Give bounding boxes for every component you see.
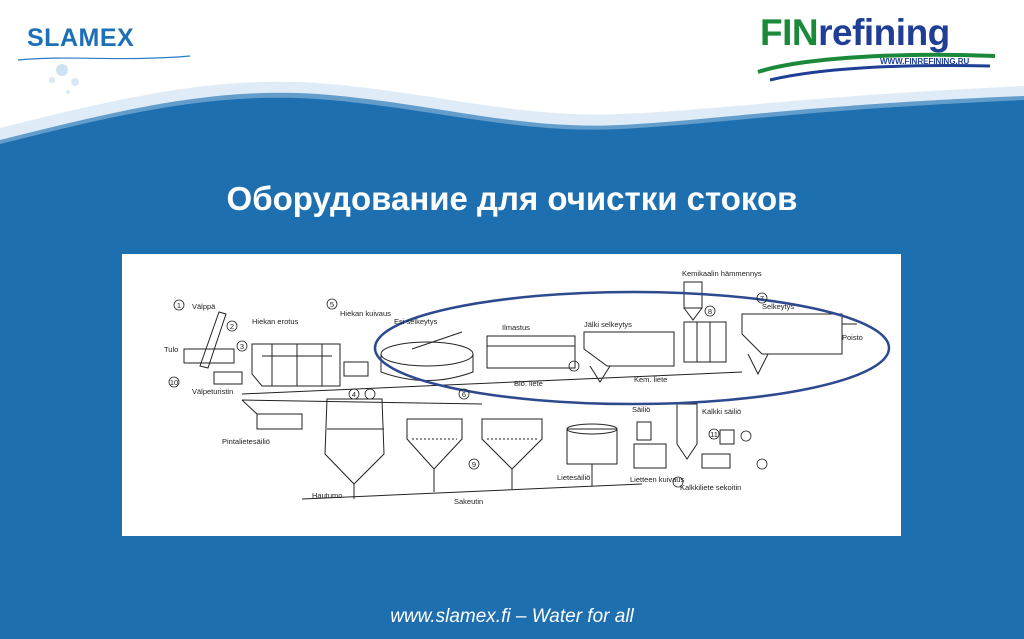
chemical-mixing [683,321,727,363]
label-esi-selkeytys: Esi selkeytys [394,317,438,326]
num-7: 7 [760,294,764,303]
label-hiekan-erotus: Hiekan erotus [252,317,299,326]
wastewater-diagram-panel: Välppä Tulo Välpeturistin Hiekan erotus … [122,254,901,536]
screenings-press [213,371,243,385]
highlight-ellipse [373,290,891,406]
final-clarifier [741,313,843,355]
sludge-tank [566,428,618,465]
num-6: 6 [462,390,466,399]
label-hautumo: Hautumo [312,491,342,500]
primary-clarifier [380,341,474,367]
slamex-logo: SLAMEX [27,24,135,52]
slide-title: Оборудование для очистки стоков [226,180,798,217]
lime-silo [676,403,698,460]
finrefining-logo-fin: FIN [760,12,819,53]
label-kem-liete: Kem. liete [634,375,667,384]
label-ilmastus: Ilmastus [502,323,530,332]
footer-text: www.slamex.fi – Water for all [390,606,634,627]
label-valpeturistin: Välpeturistin [192,387,233,396]
sludge-dewatering [633,443,667,469]
num-3: 3 [240,342,244,351]
scum-tank [256,413,303,430]
label-lietteen-kuivaus: Lietteen kuivaus [630,475,684,484]
label-valppa: Välppä [192,302,216,311]
num-9: 9 [472,460,476,469]
num-1: 1 [177,301,181,310]
inlet-channel [183,348,235,364]
label-tulo: Tulo [164,345,178,354]
label-selkeytys: Selkeytys [762,302,794,311]
num-8: 8 [708,307,712,316]
label-pintalietesailio: Pintalietesäiliö [222,437,270,446]
label-kalkki-sailio: Kalkki säiliö [702,407,741,416]
label-jalki-selkeytys: Jälki selkeytys [584,320,632,329]
label-sakeutin: Sakeutin [454,497,483,506]
label-lietesailio: Lietesäiliö [557,473,590,482]
finrefining-logo-refining: refining [818,12,950,53]
label-poisto: Poisto [842,333,863,342]
aeration-tank [486,335,576,369]
screen-conveyor [199,311,227,369]
finrefining-url: WWW.FINREFINING.RU [880,57,970,66]
label-sailio: Säiliö [632,405,650,414]
thickener-1 [406,418,463,470]
label-bio-liete: Bio. liete [514,379,543,388]
num-4: 4 [352,390,356,399]
num-10: 10 [170,378,178,387]
grit-dewatering [343,361,369,377]
num-2: 2 [230,322,234,331]
finrefining-logo: FINrefining [760,12,950,54]
num-5: 5 [330,300,334,309]
secondary-clarifier [583,331,675,367]
label-hiekan-kuivaus: Hiekan kuivaus [340,309,391,318]
grit-separator [251,343,341,387]
wastewater-process-diagram: Välppä Tulo Välpeturistin Hiekan erotus … [164,269,891,506]
thickener-2 [481,418,543,470]
label-kalkkiliete: Kalkkiliete sekoitin [680,483,741,492]
label-kemikaalin: Kemikaalin hämmennys [682,269,762,278]
num-11: 11 [710,430,718,439]
digester [324,398,385,485]
